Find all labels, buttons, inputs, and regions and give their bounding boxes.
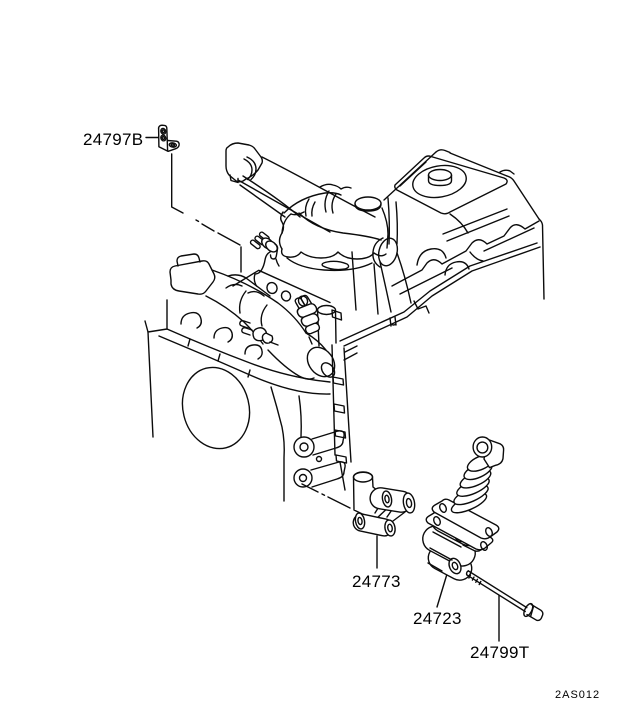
svg-text:24723: 24723 (413, 609, 462, 628)
svg-text:2AS012: 2AS012 (555, 689, 600, 701)
svg-text:24797B: 24797B (83, 130, 143, 149)
svg-text:24799T: 24799T (470, 643, 529, 662)
svg-text:24773: 24773 (352, 572, 401, 591)
